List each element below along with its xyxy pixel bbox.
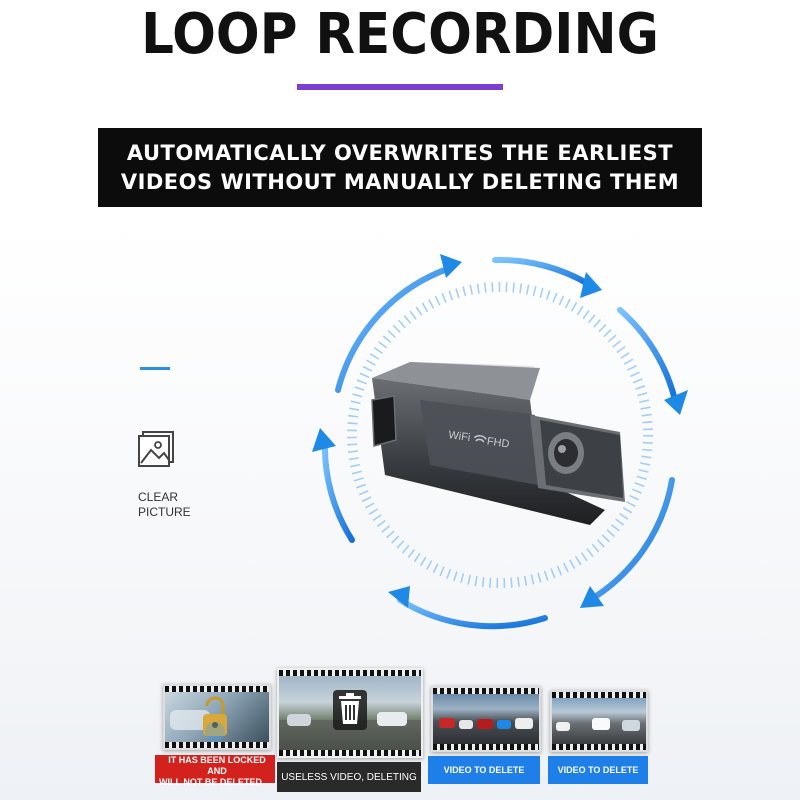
to-delete-video-frame-1: [433, 694, 539, 744]
arrow-heads: [312, 254, 688, 608]
arc-top-left: [335, 265, 453, 393]
arrowhead-5: [388, 586, 410, 608]
thumbnail-deleting: [277, 668, 423, 758]
caption-deleting: USELESS VIDEO, DELETING: [277, 762, 421, 792]
caption-locked-line-2: WILL NOT BE DELETED: [159, 777, 262, 787]
arrowhead-4: [580, 586, 604, 608]
to-delete-video-frame-2: [552, 698, 646, 744]
caption-locked: IT HAS BEEN LOCKED AND WILL NOT BE DELET…: [155, 755, 275, 787]
feature-label-line-1: CLEAR: [138, 490, 179, 504]
arrowhead-1: [440, 254, 462, 278]
arrowhead-2: [580, 272, 602, 298]
badge-wifi-text: WiFi: [448, 429, 471, 444]
banner-line-1: AUTOMATICALLY OVERWRITES THE EARLIEST: [126, 140, 674, 165]
wifi-icon: [473, 435, 487, 443]
picture-icon: [138, 431, 174, 467]
arc-top-right: [492, 256, 593, 288]
deleting-video-frame: [279, 676, 421, 750]
caption-to-delete-2: VIDEO TO DELETE: [548, 756, 648, 784]
headline-banner: AUTOMATICALLY OVERWRITES THE EARLIEST VI…: [98, 128, 702, 207]
thumbnail-to-delete-1: [431, 686, 541, 752]
padlock-icon: [170, 696, 227, 742]
arrowhead-6: [312, 428, 336, 452]
page-title: LOOP RECORDING: [141, 2, 659, 67]
locked-video-frame: [165, 692, 269, 742]
caption-to-delete-1: VIDEO TO DELETE: [428, 756, 540, 784]
thumbnail-to-delete-2: [550, 690, 648, 752]
banner-line-2: VIDEOS WITHOUT MANUALLY DELETING THEM: [120, 169, 680, 194]
loop-recording-illustration: WiFi FHD: [312, 254, 688, 630]
arc-left: [321, 437, 355, 543]
arc-right: [617, 307, 678, 403]
loop-arrows: [321, 256, 678, 630]
arc-bottom-right: [587, 477, 675, 603]
tick-ring: [347, 282, 653, 588]
wifi-fhd-badge: WiFi FHD: [448, 429, 511, 451]
title-underline: [297, 84, 503, 90]
feature-label: CLEAR PICTURE: [138, 490, 218, 520]
caption-locked-line-1: IT HAS BEEN LOCKED AND: [168, 755, 266, 776]
badge-fhd-text: FHD: [486, 436, 510, 451]
feature-divider: [140, 367, 170, 370]
feature-label-line-2: PICTURE: [138, 505, 191, 519]
dash-camera: WiFi FHD: [371, 362, 625, 525]
thumbnail-locked: [163, 684, 271, 750]
arc-bottom: [397, 597, 548, 630]
arrowhead-3: [664, 390, 688, 415]
